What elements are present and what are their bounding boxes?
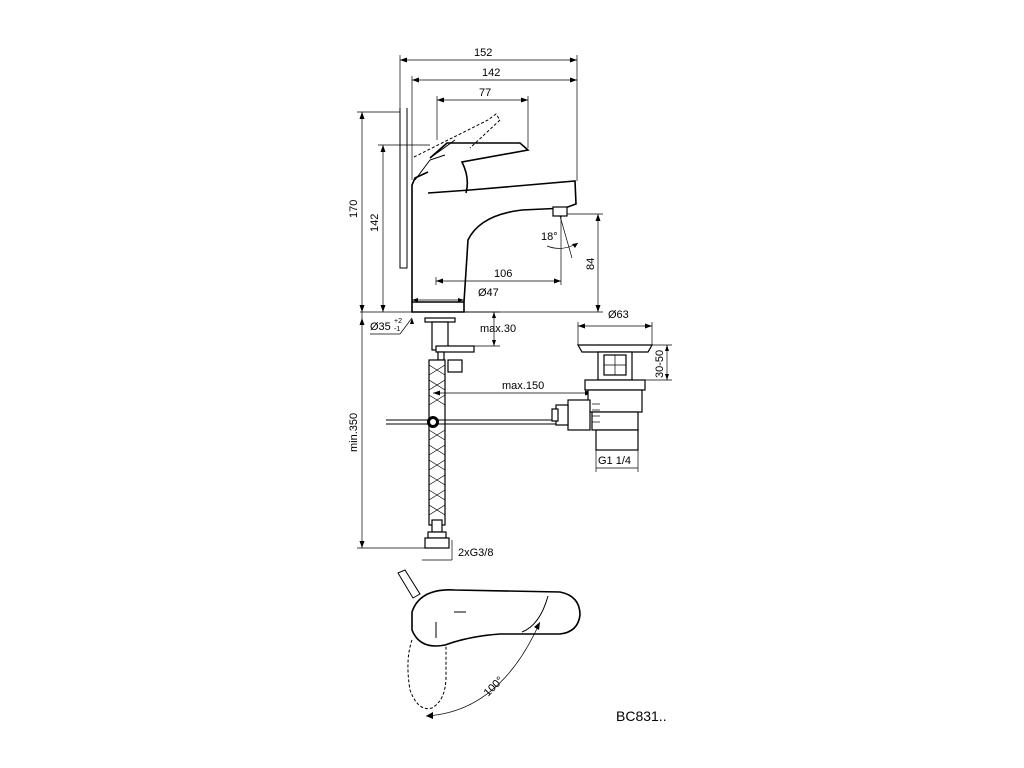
dim-spout-height: 84: [585, 258, 597, 270]
tap-dimensions: 152 142 77 170 142 84 18°: [348, 47, 603, 335]
dim-hole-tol-plus: +2: [394, 318, 402, 325]
tap-plan-view: 100°: [397, 569, 581, 719]
product-code: BC831..: [616, 708, 667, 724]
dim-total-width: 152: [474, 47, 492, 59]
dim-deck-thickness: max.30: [480, 323, 516, 335]
dim-hose-connection: 2xG3/8: [458, 547, 493, 559]
dim-hose-length: min.350: [348, 413, 360, 452]
dim-body-height: 142: [369, 214, 381, 232]
dim-hole-tol-minus: -1: [394, 326, 400, 333]
waste-assembly: Ø63 30-50 G1 1/4: [551, 309, 672, 472]
dim-waste-diameter: Ø63: [608, 309, 629, 321]
dim-spout-reach: 106: [494, 268, 512, 280]
dim-spout-length: 142: [482, 67, 500, 79]
dim-spout-angle: 18°: [541, 231, 558, 243]
hose-assembly: max.30 max.150 min.350: [348, 311, 592, 561]
dim-waste-thread: G1 1/4: [598, 455, 631, 467]
dim-lever-rotation: 100°: [482, 675, 507, 700]
dim-hole-diameter: Ø35: [370, 321, 391, 333]
dim-lever-length: 77: [479, 87, 491, 99]
dim-rod-length: max.150: [502, 380, 544, 392]
dim-total-height: 170: [348, 200, 360, 218]
tap-elevation: [360, 108, 577, 313]
dim-base-diameter: Ø47: [478, 287, 499, 299]
dim-waste-adjust: 30-50: [654, 350, 666, 378]
